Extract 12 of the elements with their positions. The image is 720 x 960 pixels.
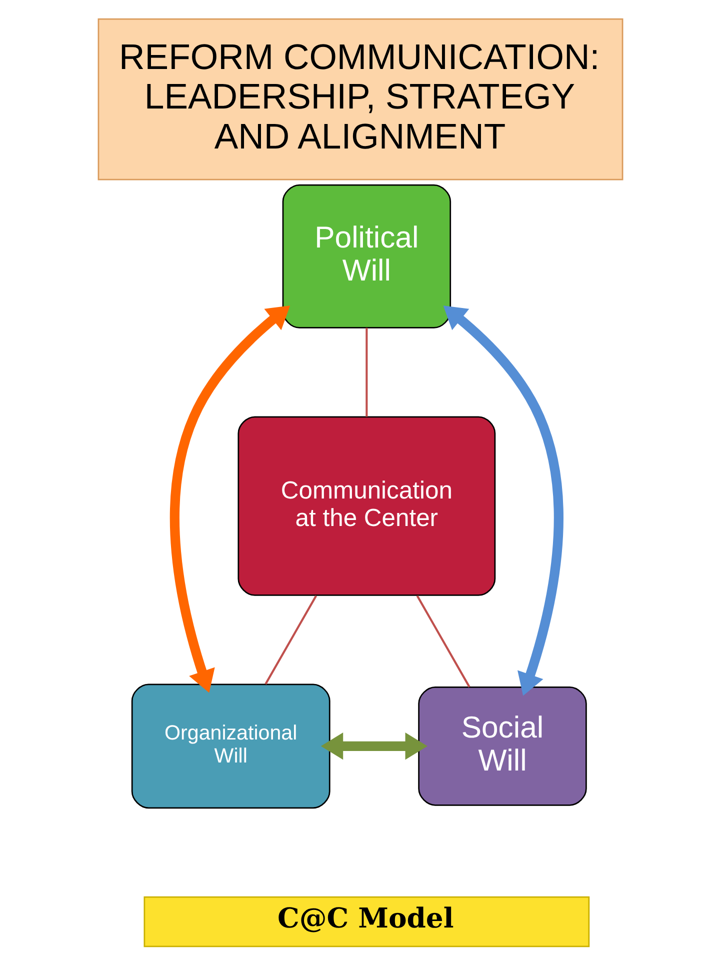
arrow	[320, 732, 427, 760]
node-box: Organizational Will	[130, 684, 330, 809]
diagram-title: REFORM COMMUNICATION: LEADERSHIP, STRATEGY AND ALIGNMENT	[118, 36, 600, 156]
node-box: Social Will	[418, 686, 586, 806]
node-box: Communication at the Center	[237, 416, 496, 596]
node-box: Political Will	[282, 184, 451, 328]
arrow	[170, 306, 290, 693]
arrow	[442, 306, 563, 696]
connector	[416, 595, 470, 688]
connector	[365, 328, 368, 417]
node-box: C@C Model	[143, 896, 590, 948]
connector	[264, 595, 316, 685]
